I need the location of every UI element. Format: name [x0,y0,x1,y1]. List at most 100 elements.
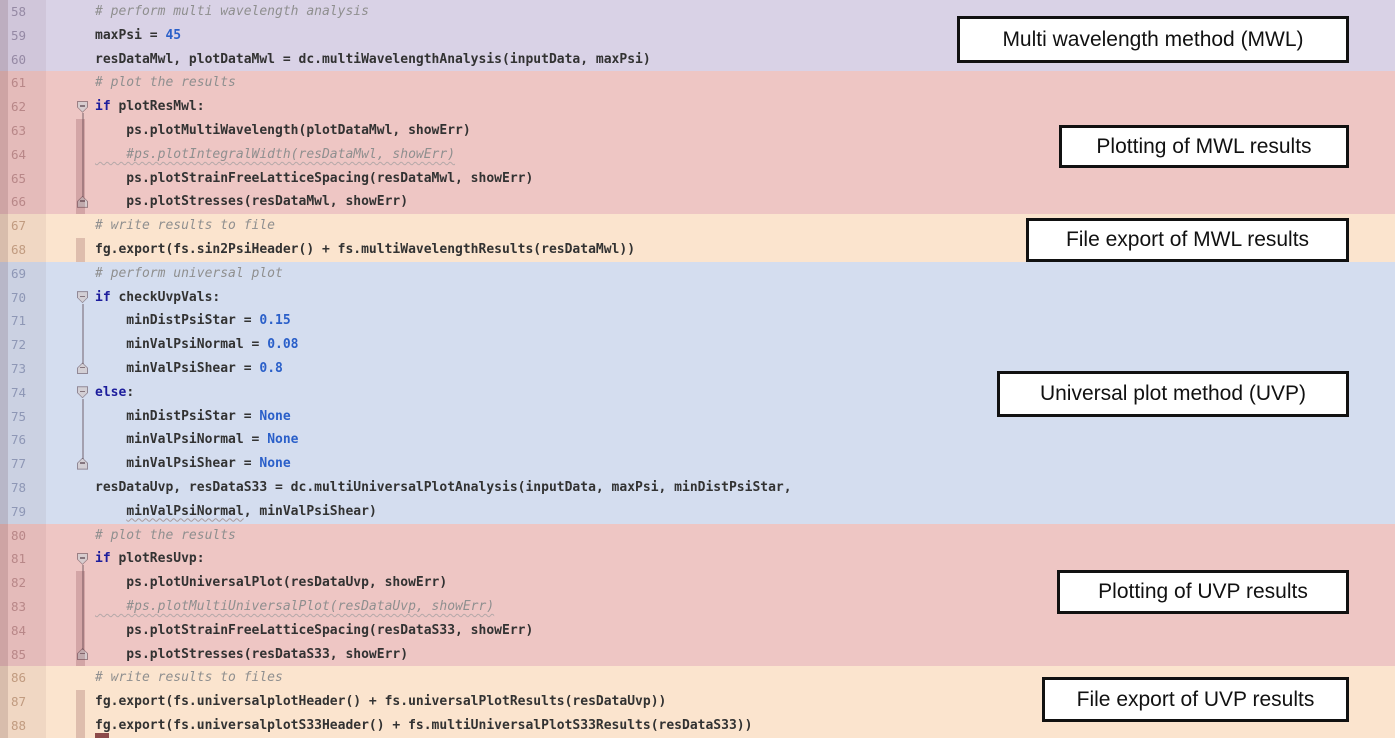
code-text: ps.plotStrainFreeLatticeSpacing(resDataS… [95,622,534,638]
code-text: if checkUvpVals: [95,289,221,305]
line-number: 76 [11,432,27,448]
code-text: if plotResUvp: [95,551,205,567]
line-number: 59 [11,27,27,43]
line-number: 71 [11,313,27,329]
line-number: 88 [11,717,27,733]
line-number: 60 [11,51,27,67]
code-text: minValPsiShear = 0.8 [95,360,283,376]
code-text: ps.plotStresses(resDataS33, showErr) [95,646,409,662]
fold-region-line [82,113,84,198]
line-number: 61 [11,75,27,91]
code-text: # write results to file [95,218,276,234]
code-text: minValPsiNormal = 0.08 [95,337,299,353]
clipped-next-line [95,733,109,738]
fold-end-icon[interactable] [77,648,88,661]
line-number: 68 [11,241,27,257]
line-number: 80 [11,527,27,543]
code-text: minValPsiNormal, minValPsiShear) [126,503,377,519]
annotation-box: Multi wavelength method (MWL) [957,16,1349,63]
code-text: # write results to files [95,670,283,686]
code-line[interactable]: 64 #ps.plotIntegralWidth(resDataMwl, sho… [0,142,1395,167]
code-line[interactable]: 77 minValPsiShear = None [0,452,1395,476]
code-text: maxPsi = 45 [95,27,182,43]
line-number: 67 [11,218,27,234]
fold-collapse-icon[interactable] [77,100,88,113]
line-number: 73 [11,360,27,376]
code-line[interactable]: 65 ps.plotStrainFreeLatticeSpacing(resDa… [0,166,1395,191]
line-number: 58 [11,4,27,19]
code-text: resDataUvp, resDataS33 = dc.multiUnivers… [95,479,792,495]
line-number: 70 [11,289,27,305]
code-text: fg.export(fs.universalplotHeader() + fs.… [95,694,667,710]
fold-collapse-icon[interactable] [77,552,88,565]
change-indicator-bar [75,571,85,667]
code-line[interactable]: 69 # perform universal plot [0,261,1395,286]
line-number: 87 [11,694,27,710]
code-text: fg.export(fs.sin2PsiHeader() + fs.multiW… [95,241,636,257]
line-number: 81 [11,551,27,567]
fold-region-line [82,398,84,460]
change-indicator-bar [75,690,85,738]
code-text: minValPsiShear = None [95,456,291,472]
fold-end-icon[interactable] [77,362,88,375]
code-text: # perform universal plot [95,265,283,281]
fold-region-line [82,303,84,364]
line-number: 69 [11,265,27,281]
code-line[interactable]: 84 ps.plotStrainFreeLatticeSpacing(resDa… [0,618,1395,643]
line-number: 85 [11,646,27,662]
line-number: 66 [11,194,27,210]
code-line[interactable]: 76 minValPsiNormal = None [0,428,1395,453]
code-text: # plot the results [95,527,236,543]
annotation-box: File export of UVP results [1042,677,1349,722]
fold-collapse-icon[interactable] [77,291,88,304]
code-line[interactable]: 82 ps.plotUniversalPlot(resDataUvp, show… [0,571,1395,595]
line-number: 74 [11,384,27,400]
line-number: 65 [11,170,27,186]
line-number: 64 [11,146,27,162]
line-number: 72 [11,337,27,353]
code-line[interactable]: 61 # plot the results [0,71,1395,96]
line-number: 75 [11,408,27,424]
annotation-box: Plotting of UVP results [1057,570,1349,614]
code-line[interactable]: 80 # plot the results [0,523,1395,548]
code-text: fg.export(fs.universalplotS33Header() + … [95,717,753,733]
code-line[interactable]: 66 ps.plotStresses(resDataMwl, showErr) [0,190,1395,215]
line-number: 79 [11,503,27,519]
code-text: minDistPsiStar = 0.15 [95,313,291,329]
line-number: 78 [11,479,27,495]
fold-end-icon[interactable] [77,195,88,208]
code-line[interactable]: 63 ps.plotMultiWavelength(plotDataMwl, s… [0,118,1395,143]
code-text: # perform multi wavelength analysis [95,4,369,19]
code-text: minValPsiNormal = None [95,432,299,448]
code-text: ps.plotStrainFreeLatticeSpacing(resDataM… [95,170,534,186]
fold-end-icon[interactable] [77,457,88,470]
code-line[interactable]: 72 minValPsiNormal = 0.08 [0,333,1395,357]
change-indicator-bar [75,238,85,262]
annotation-box: Universal plot method (UVP) [997,371,1349,417]
annotation-box: Plotting of MWL results [1059,125,1349,168]
code-text: ps.plotUniversalPlot(resDataUvp, showErr… [95,575,448,591]
line-number: 62 [11,99,27,115]
code-text: resDataMwl, plotDataMwl = dc.multiWavele… [95,51,651,67]
annotation-box: File export of MWL results [1026,218,1349,262]
fold-collapse-icon[interactable] [77,386,88,399]
code-line[interactable]: 85 ps.plotStresses(resDataS33, showErr) [0,642,1395,667]
code-text: # plot the results [95,75,236,91]
code-line[interactable]: 79 minValPsiNormal, minValPsiShear) [0,499,1395,524]
line-number: 83 [11,598,27,614]
code-line[interactable]: 81 if plotResUvp: [0,547,1395,572]
line-number: 86 [11,670,27,686]
code-line[interactable]: 71 minDistPsiStar = 0.15 [0,309,1395,334]
fold-region-line [82,565,84,650]
line-number: 84 [11,622,27,638]
code-line[interactable]: 70 if checkUvpVals: [0,285,1395,310]
code-line[interactable]: 78 resDataUvp, resDataS33 = dc.multiUnive… [0,475,1395,500]
code-text: #ps.plotIntegralWidth(resDataMwl, showEr… [95,146,456,162]
line-number: 63 [11,122,27,138]
code-line[interactable]: 83 #ps.plotMultiUniversalPlot(resDataUvp… [0,594,1395,619]
line-number: 82 [11,575,27,591]
code-text: ps.plotStresses(resDataMwl, showErr) [95,194,409,210]
